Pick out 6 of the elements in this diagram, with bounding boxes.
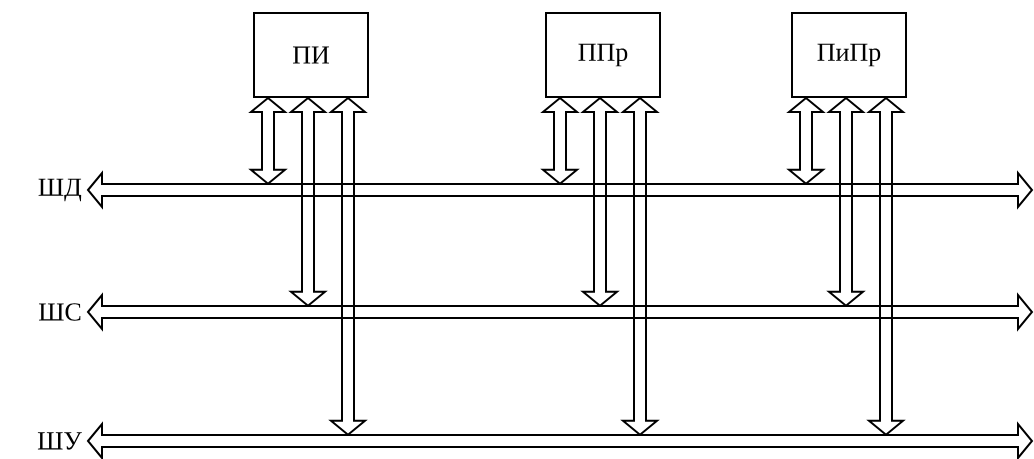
bus-label: ШС [39,303,81,321]
block-box: ПиПр [791,12,907,98]
bus-label: ШД [38,178,82,202]
bus-label: ШУ [37,432,82,450]
block-box: ППр [545,12,661,98]
block-box: ПИ [253,12,369,98]
